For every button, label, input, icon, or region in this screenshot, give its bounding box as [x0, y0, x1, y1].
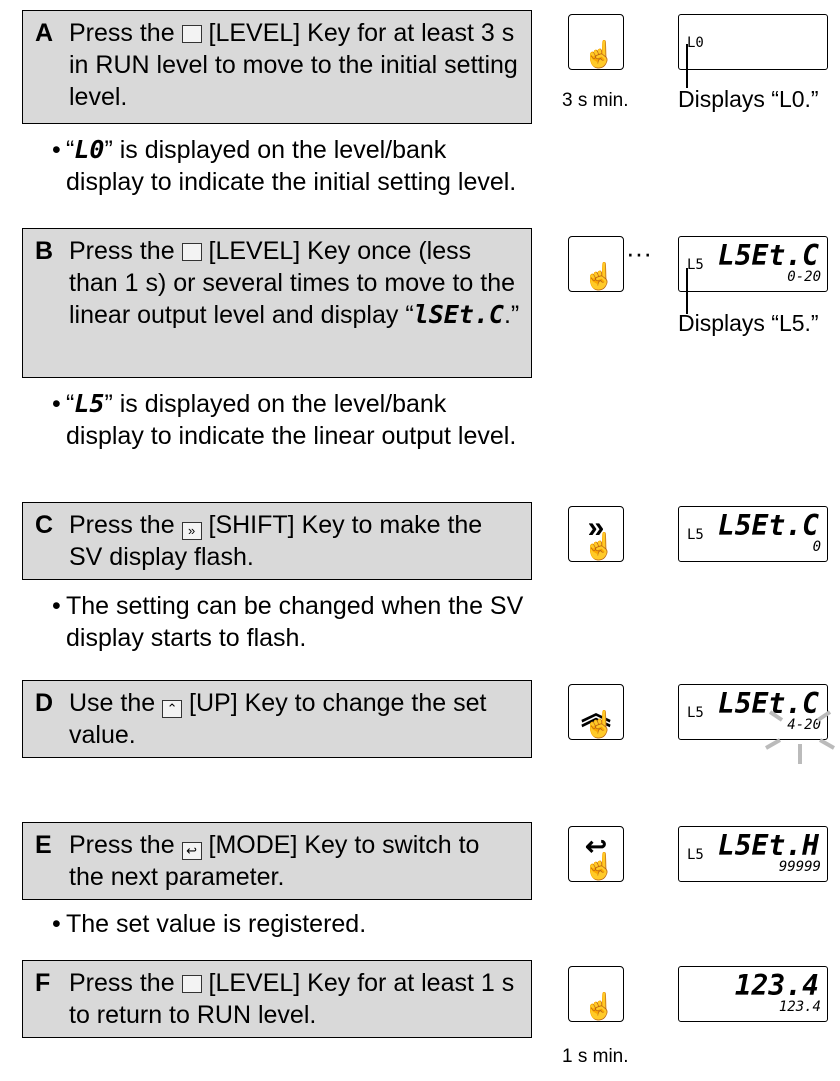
repeat-dots: ··· [626, 238, 652, 268]
display-callout: Displays “L5.” [678, 310, 819, 336]
pv-display: 123.4 [734, 969, 819, 1002]
shift-key-icon: » [181, 522, 202, 540]
step-letter: C [35, 511, 54, 539]
display-panel: 123.4 123.4 [678, 966, 828, 1022]
display-callout: Displays “L0.” [678, 86, 819, 112]
display-panel: L5 L5Et.C 0-20 [678, 236, 828, 292]
step-c-instruction: C Press the » [SHIFT] Key to make the SV… [22, 502, 532, 580]
step-a-note: •“L0” is displayed on the level/bank dis… [52, 135, 517, 196]
level-key-icon [181, 25, 202, 43]
level-display: L0 [687, 35, 704, 51]
level-display: L5 [687, 527, 704, 543]
step-d-instruction: D Use the ⌃ [UP] Key to change the set v… [22, 680, 532, 758]
pv-display: L5Et.C [717, 509, 819, 542]
level-key-button[interactable]: ☝ [568, 966, 624, 1022]
key-duration-note: 1 s min. [562, 1046, 629, 1067]
step-letter: F [35, 969, 51, 997]
step-letter: E [35, 831, 52, 859]
step-b-note: •“L5” is displayed on the level/bank dis… [52, 389, 517, 450]
pressing-hand-icon: ☝ [583, 261, 616, 291]
sv-display: 123.4 [778, 999, 821, 1015]
callout-line [686, 44, 688, 88]
sv-display: 99999 [778, 859, 821, 875]
pressing-hand-icon: ☝ [583, 709, 616, 739]
level-display: L5 [687, 705, 704, 721]
pressing-hand-icon: ☝ [583, 991, 616, 1021]
shift-key-button[interactable]: » ☝ [568, 506, 624, 562]
step-e-note: •The set value is registered. [52, 910, 367, 938]
shift-arrow-icon: » [587, 511, 605, 544]
pv-display: L5Et.C [717, 239, 819, 272]
step-e-instruction: E Press the ↩ [MODE] Key to switch to th… [22, 822, 532, 900]
sv-display: 4-20 [787, 717, 821, 733]
step-c-note: •The setting can be changed when the SV … [52, 592, 524, 652]
level-display: L5 [687, 257, 704, 273]
step-letter: A [35, 19, 54, 47]
up-arrow-icon: ︽ [581, 698, 611, 731]
pressing-hand-icon: ☝ [583, 531, 616, 561]
display-panel: L5 L5Et.H 99999 [678, 826, 828, 882]
sv-display: 0-20 [787, 269, 821, 285]
level-key-icon [181, 243, 202, 261]
pv-display: L5Et.H [717, 829, 819, 862]
level-key-button[interactable]: ☝ [568, 14, 624, 70]
step-a-instruction: A Press the [LEVEL] Key for at least 3 s… [22, 10, 532, 124]
up-key-icon: ⌃ [162, 700, 183, 718]
mode-key-icon: ↩ [181, 842, 202, 860]
step-text: Press the [69, 19, 182, 47]
step-text: [LEVEL] Key for at least 3 s in RUN leve… [69, 19, 518, 111]
pv-display: L5Et.C [717, 687, 819, 720]
flash-indicator-icon [765, 710, 835, 764]
mode-loop-icon: ↩ [585, 831, 607, 861]
step-letter: D [35, 689, 54, 717]
mode-key-button[interactable]: ↩ ☝ [568, 826, 624, 882]
level-key-button[interactable]: ☝ [568, 236, 624, 292]
key-duration-note: 3 s min. [562, 90, 629, 111]
up-key-button[interactable]: ︽ ☝ [568, 684, 624, 740]
display-panel: L5 L5Et.C 4-20 [678, 684, 828, 740]
step-letter: B [35, 237, 54, 265]
step-f-instruction: F Press the [LEVEL] Key for at least 1 s… [22, 960, 532, 1038]
sv-display: 0 [812, 539, 821, 555]
callout-line [686, 268, 688, 314]
step-b-instruction: B Press the [LEVEL] Key once (less than … [22, 228, 532, 378]
display-panel: L0 [678, 14, 828, 70]
pressing-hand-icon: ☝ [583, 39, 616, 69]
level-display: L5 [687, 847, 704, 863]
level-key-icon [181, 975, 202, 993]
pressing-hand-icon: ☝ [583, 851, 616, 881]
display-panel: L5 L5Et.C 0 [678, 506, 828, 562]
